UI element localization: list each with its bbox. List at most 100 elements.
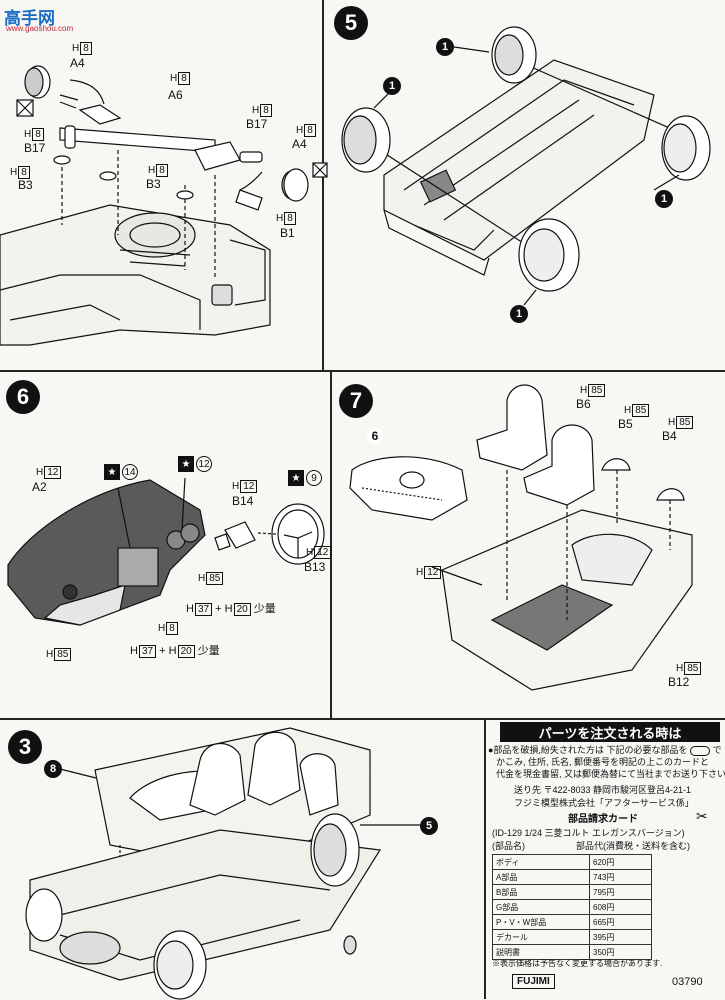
step-5-badge: 5 [334, 6, 368, 40]
step3-drawing [25, 727, 420, 1000]
step7-drawing [349, 384, 693, 691]
divider-bottom [0, 718, 725, 720]
wheel-ref-1-d: 1 [510, 305, 528, 323]
part-a2: A2 [32, 480, 47, 494]
price-row-name: P・V・W部品 [492, 914, 590, 930]
oval-icon [689, 745, 710, 756]
watermark-url: www.gaoshou.com [6, 24, 74, 33]
price-row-price: 665円 [589, 914, 652, 930]
step6-drawing [7, 477, 325, 626]
parts-order-card: パーツを注文される時は ●部品を破損,紛失された方は 下記の必要な部品を で か… [486, 722, 725, 997]
scissors-icon: ✂ [696, 808, 708, 824]
step-3-badge: 3 [8, 730, 42, 764]
wheel-ref-1-c: 1 [655, 190, 673, 208]
part-b4: B4 [662, 429, 677, 443]
step-6-badge: 6 [6, 380, 40, 414]
order-line-2: かこみ, 住所, 氏名, 郵便番号を明記の上このカードと [496, 757, 710, 767]
card-subtitle: (ID-129 1/24 三菱コルト エレガンスバージョン) [492, 828, 685, 838]
paint-star-14: ★14 [104, 464, 138, 480]
ref-6-badge: 6 [367, 428, 383, 444]
wheel-ref-1-b: 1 [383, 77, 401, 95]
divider-lower [484, 718, 486, 999]
order-address-1: 送り先 〒422-8033 静岡市駿河区登呂4-21-1 [514, 785, 692, 795]
part-a6: A6 [168, 88, 183, 102]
paint-star-12: ★12 [178, 456, 212, 472]
ref-5-badge: 5 [420, 817, 438, 835]
watermark-logo: 高手网 [4, 4, 55, 29]
part-b1: B1 [280, 226, 295, 240]
divider-top [0, 370, 725, 372]
star-icon: ★ [288, 470, 304, 486]
star-icon: ★ [178, 456, 194, 472]
part-a4-left: A4 [70, 56, 85, 70]
col-price: 部品代(消費税・送料を含む) [576, 841, 690, 851]
price-row-price: 795円 [589, 884, 652, 900]
ref-8-badge: 8 [44, 760, 62, 778]
part-b17-right: B17 [246, 117, 268, 131]
part-b13: B13 [304, 560, 326, 574]
divider-upper [322, 0, 324, 370]
step-7-badge: 7 [339, 384, 373, 418]
order-line-1: ●部品を破損,紛失された方は 下記の必要な部品を で [488, 745, 722, 756]
order-header: パーツを注文される時は [500, 722, 720, 742]
part-b17-left: B17 [24, 141, 46, 155]
price-row-price: 608円 [589, 899, 652, 915]
step5-drawing [341, 26, 711, 306]
price-row-price: 620円 [589, 854, 652, 870]
part-a4-right: A4 [292, 137, 307, 151]
price-row-name: G部品 [492, 899, 590, 915]
price-row-name: ボディ [492, 854, 590, 870]
price-row-name: B部品 [492, 884, 590, 900]
part-b3-mid: B3 [146, 177, 161, 191]
part-b12: B12 [668, 675, 690, 689]
watermark-brand: 高手网 [4, 9, 55, 28]
price-row-name: A部品 [492, 869, 590, 885]
step4-drawing [0, 65, 328, 346]
product-code: 03790 [672, 976, 703, 988]
star-icon: ★ [104, 464, 120, 480]
col-name: (部品名) [492, 841, 525, 851]
price-row-price: 395円 [589, 929, 652, 945]
card-title: 部品請求カード [568, 814, 638, 825]
part-b3-left: B3 [18, 178, 33, 192]
part-b6: B6 [576, 397, 591, 411]
order-note: ※表示価格は予告なく変更する場合があります. [492, 959, 663, 968]
part-b14: B14 [232, 494, 254, 508]
fujimi-logo: FUJIMI [512, 974, 555, 989]
price-row-price: 350円 [589, 944, 652, 960]
order-line-3: 代金を現金書留, 又は郵便為替にて当社までお送り下さい. [496, 769, 725, 779]
divider-middle [330, 370, 332, 718]
price-row-price: 743円 [589, 869, 652, 885]
price-row-name: デカール [492, 929, 590, 945]
wheel-ref-1-a: 1 [436, 38, 454, 56]
part-b5: B5 [618, 417, 633, 431]
